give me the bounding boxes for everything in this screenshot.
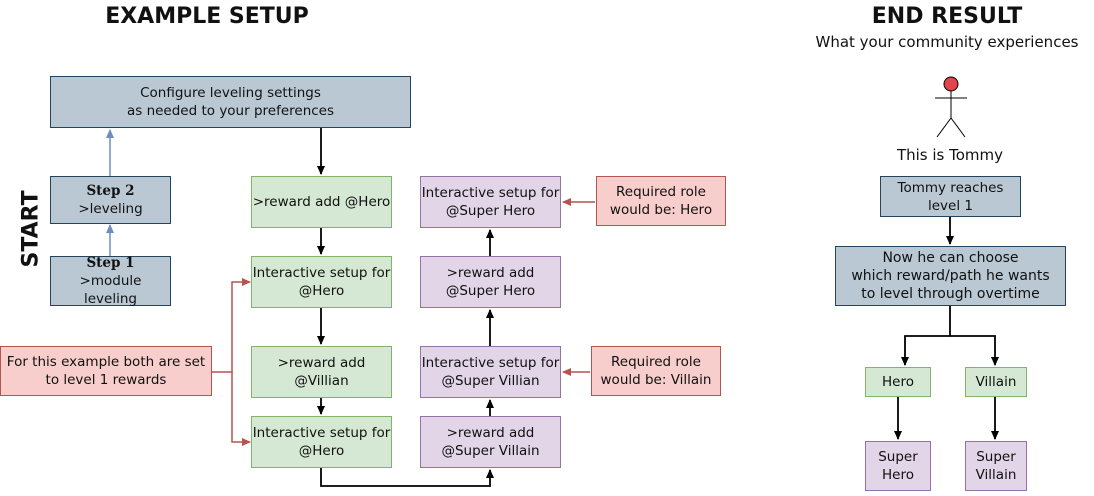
example-setup-title: EXAMPLE SETUP — [105, 4, 309, 29]
reward-super-villain-box: >reward add@Super Villain — [420, 416, 561, 468]
reward-villian-box: >reward add@Villian — [251, 346, 392, 398]
arrow-choose-hero — [901, 306, 951, 366]
end-result-subtitle: What your community experiences — [815, 33, 1079, 51]
reward-super-hero-box: >reward add@Super Hero — [420, 256, 561, 308]
arrow-bottom-connector — [320, 468, 494, 487]
end-result-title: END RESULT — [871, 4, 1023, 29]
arrow-note-to-interactive-2 — [231, 372, 251, 446]
villain-box: Villain — [965, 367, 1027, 397]
hero-box: Hero — [865, 367, 931, 397]
arrow-choose-villain — [950, 335, 999, 366]
arrow-note-to-interactive-1 — [212, 278, 251, 373]
interactive-super-villian-box: Interactive setup for@Super Villian — [420, 346, 561, 398]
tommy-label: This is Tommy — [896, 146, 1004, 164]
step2-box: Step 2>leveling — [50, 176, 171, 224]
interactive-super-hero-box: Interactive setup for@Super Hero — [420, 176, 561, 228]
reward-hero-box: >reward add @Hero — [251, 176, 392, 228]
interactive-hero-box-2: Interactive setup for@Hero — [251, 416, 392, 468]
tommy-stick-figure-icon — [935, 76, 967, 138]
interactive-hero-box-1: Interactive setup for@Hero — [251, 256, 392, 308]
step1-box: Step 1>module leveling — [50, 255, 171, 307]
